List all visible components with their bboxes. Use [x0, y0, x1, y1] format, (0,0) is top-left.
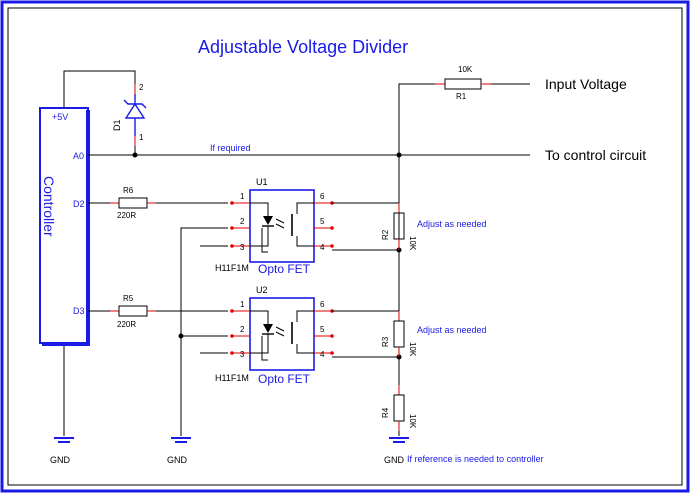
pin-a0-label: A0	[73, 151, 84, 161]
r4-ref: R4	[381, 407, 390, 418]
vcc-label: +5V	[52, 112, 68, 122]
gnd-label-1: GND	[50, 455, 71, 465]
controller-label: Controller	[41, 176, 57, 237]
adjust-label-1: Adjust as needed	[417, 219, 487, 229]
r2-ref: R2	[381, 229, 390, 240]
u1-name: Opto FET	[258, 262, 311, 276]
r4-value: 10K	[408, 414, 417, 429]
reference-label: If reference is needed to controller	[407, 454, 544, 464]
u1-pin5: 5	[320, 217, 325, 226]
u2-part: H11F1M	[215, 373, 249, 383]
u2-ref: U2	[256, 285, 268, 295]
u1-pin1: 1	[240, 192, 245, 201]
divider-chain: R2 10K R3 10K R4 10K	[332, 202, 417, 431]
r1-ref: R1	[456, 92, 467, 101]
ground-divider: GND	[384, 431, 409, 465]
u1-opto-fet: U1 H11F1M Opto FET 1 2 3 4 5 6	[215, 177, 334, 276]
diode-ref: D1	[112, 119, 122, 131]
input-voltage-label: Input Voltage	[545, 76, 627, 92]
u1-pin2: 2	[240, 217, 245, 226]
u1-ref: U1	[256, 177, 268, 187]
pin-d2-label: D2	[73, 199, 85, 209]
r5-resistor: R5 220R	[88, 294, 228, 329]
r6-value: 220R	[117, 211, 136, 220]
u2-name: Opto FET	[258, 372, 311, 386]
u2-pin1: 1	[240, 300, 245, 309]
adjust-label-2: Adjust as needed	[417, 325, 487, 335]
u1-pin6: 6	[320, 192, 325, 201]
u2-pin4: 4	[320, 350, 325, 359]
r6-ref: R6	[123, 186, 134, 195]
diode-pin2: 2	[139, 83, 144, 92]
diode-circuit: D1 2 1	[63, 70, 147, 158]
r3-value: 10K	[408, 342, 417, 357]
u2-pin2: 2	[240, 325, 245, 334]
r1-resistor: 10K R1	[398, 65, 530, 250]
ground-opto: GND	[167, 432, 191, 465]
u1-pin4: 4	[320, 243, 325, 252]
frame-inner	[7, 7, 683, 486]
pin-d3-label: D3	[73, 306, 85, 316]
u2-pin5: 5	[320, 325, 325, 334]
controller-block: Controller +5V A0 D2 D3	[39, 107, 90, 346]
u2-pin6: 6	[320, 300, 325, 309]
gnd-label-2: GND	[167, 455, 188, 465]
r1-value: 10K	[458, 65, 473, 74]
r5-value: 220R	[117, 320, 136, 329]
u1-part: H11F1M	[215, 263, 249, 273]
diode-pin1: 1	[139, 133, 144, 142]
u2-opto-fet: U2 H11F1M Opto FET 1 2 3 4 5 6	[215, 285, 334, 386]
ground-controller: GND	[50, 346, 74, 465]
r5-ref: R5	[123, 294, 134, 303]
diagram-title: Adjustable Voltage Divider	[198, 37, 408, 57]
if-required-label: If required	[210, 143, 251, 153]
u1-pin3: 3	[240, 243, 245, 252]
r6-resistor: R6 220R	[88, 186, 228, 220]
to-control-label: To control circuit	[545, 147, 646, 163]
u2-pin3: 3	[240, 350, 245, 359]
r2-value: 10K	[408, 236, 417, 251]
r3-ref: R3	[381, 336, 390, 347]
gnd-label-3: GND	[384, 455, 405, 465]
